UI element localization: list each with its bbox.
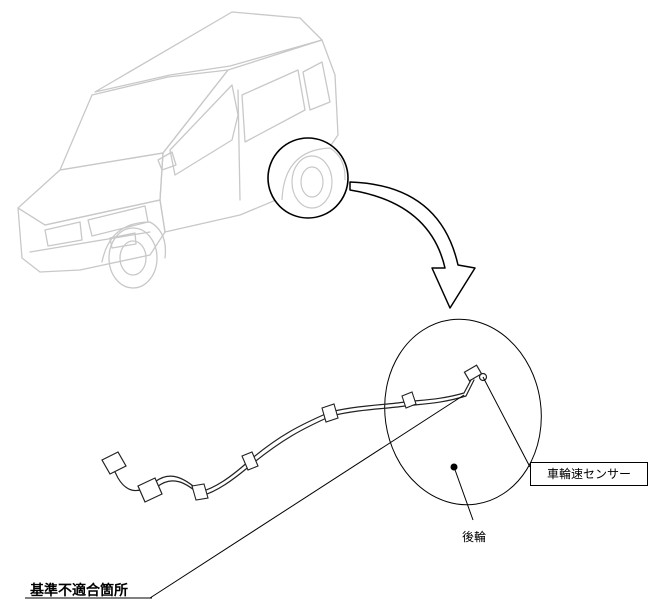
car-front-wheel-arch [101,221,167,263]
car-front [17,199,166,273]
sensor-label: 車輪速センサー [530,462,648,486]
wheel-label: 後輪 [462,530,487,544]
clip-3 [241,451,259,471]
car-window-rear [241,69,306,143]
defect-leader-line [149,394,465,599]
magnifier-circle [267,137,349,219]
arrow-body [349,181,476,309]
sensor-body [463,364,483,382]
car-mirror [157,151,177,171]
clip-4 [191,483,209,501]
sensor-leader-line [482,376,531,468]
car-window-quarter [302,61,331,111]
rear-wheel-arch-in-magnifier [281,147,346,201]
wheel-oval [384,318,542,506]
magnifier [267,137,349,219]
harness-cable-upper [154,377,473,493]
car-windshield [59,69,229,171]
rear-wheel-in-magnifier [291,155,333,209]
car-door-line [237,89,241,201]
car-roof [94,11,323,93]
sensor-head [463,364,488,382]
car-grille [44,221,83,247]
car-front-wheel [108,227,158,289]
harness-cable-lower [156,379,475,497]
rear-wheel-hub-in-magnifier [300,166,324,198]
car-front-wheel-hub [119,240,147,276]
clip-2 [321,403,339,423]
clip-1 [401,391,417,409]
connector-body [101,451,127,475]
defect-location-label: 基準不適合箇所 [30,583,128,599]
harness-connector [101,451,163,503]
wheel-leader-line [453,466,474,521]
connector-housing [137,477,163,503]
car-window-front [169,84,239,176]
car-hood [17,152,164,226]
car-bumper-line [29,231,151,253]
sensor-harness [111,377,475,497]
harness-clips [191,391,417,501]
curved-arrow [349,181,476,309]
